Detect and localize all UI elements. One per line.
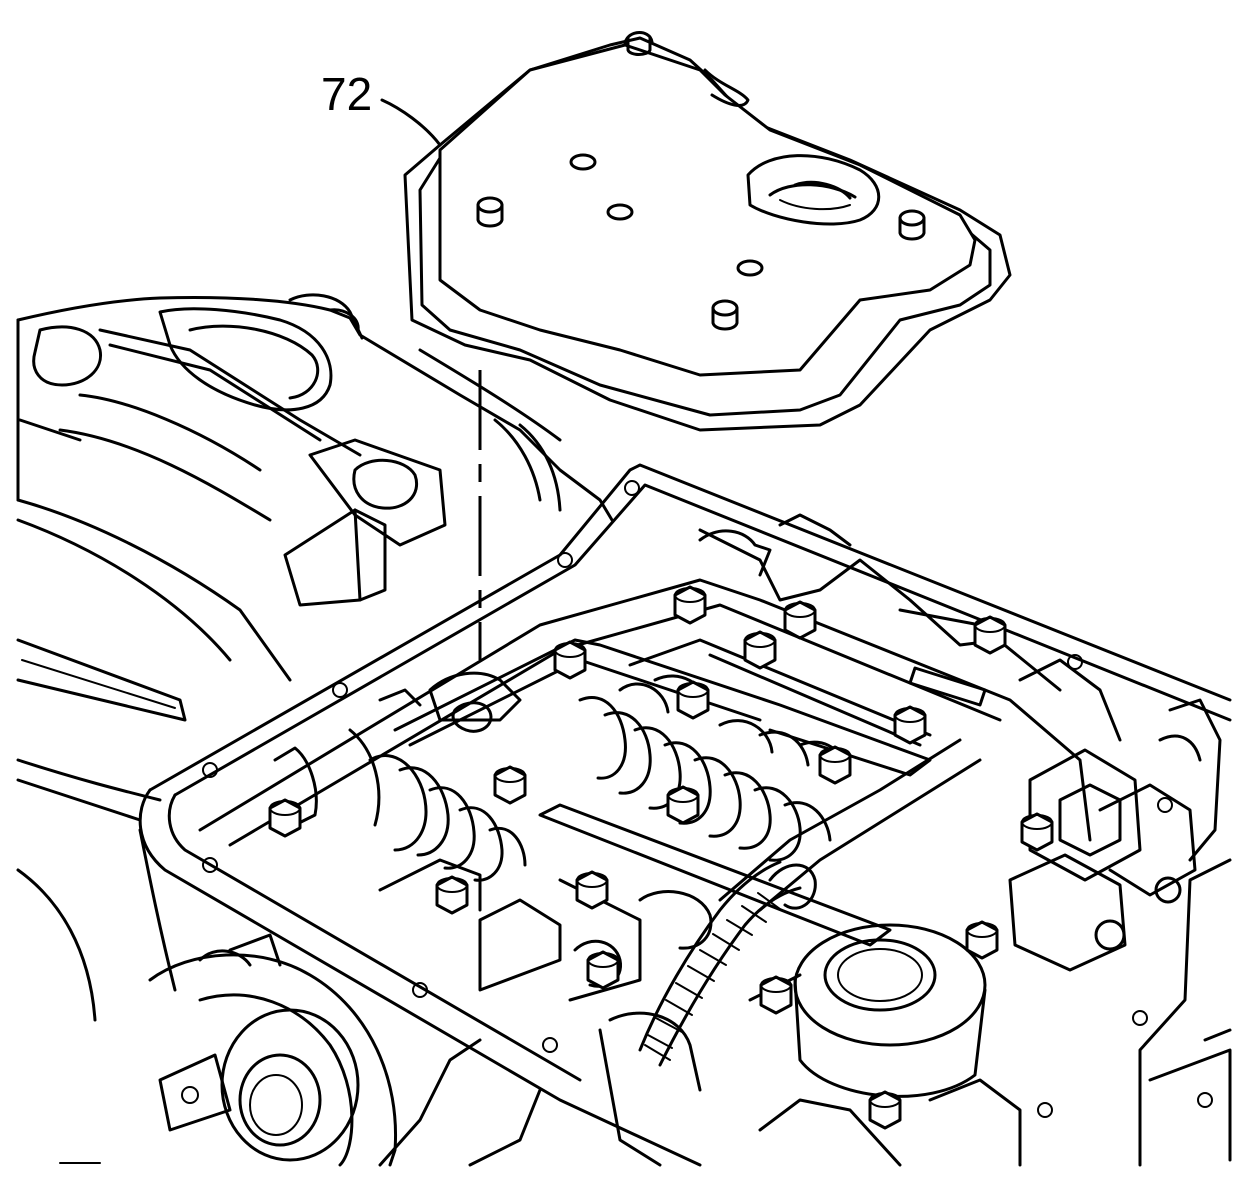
callout-label: 72 xyxy=(321,68,372,120)
bolt xyxy=(586,950,620,990)
bolt xyxy=(268,798,302,838)
valve-body xyxy=(198,513,1222,1167)
bolt xyxy=(743,630,777,670)
bolt xyxy=(575,870,609,910)
callout-72: 72 xyxy=(321,68,442,147)
filter-boss xyxy=(476,196,504,228)
transmission-filter xyxy=(403,31,1012,432)
transmission-case-housing xyxy=(16,293,614,1022)
filter-boss xyxy=(711,299,739,331)
filter-boss xyxy=(626,36,652,56)
bolt xyxy=(818,745,852,785)
bolt xyxy=(666,785,700,825)
bolt xyxy=(965,920,999,960)
pan-rail-flange xyxy=(138,463,1232,1167)
bolt xyxy=(783,600,817,640)
bolt xyxy=(435,875,469,915)
bolt xyxy=(759,975,793,1015)
bolt xyxy=(1020,812,1054,852)
bolt xyxy=(673,585,707,625)
lower-case-bell xyxy=(59,828,398,1167)
bolt xyxy=(868,1090,902,1130)
bolt xyxy=(973,615,1007,655)
bolt xyxy=(893,705,927,745)
bolt xyxy=(493,765,527,805)
filter-boss xyxy=(898,209,926,241)
bolt xyxy=(676,680,710,720)
bolt xyxy=(553,640,587,680)
valve-body-bolts xyxy=(268,585,1054,1130)
leader-line xyxy=(380,98,442,147)
